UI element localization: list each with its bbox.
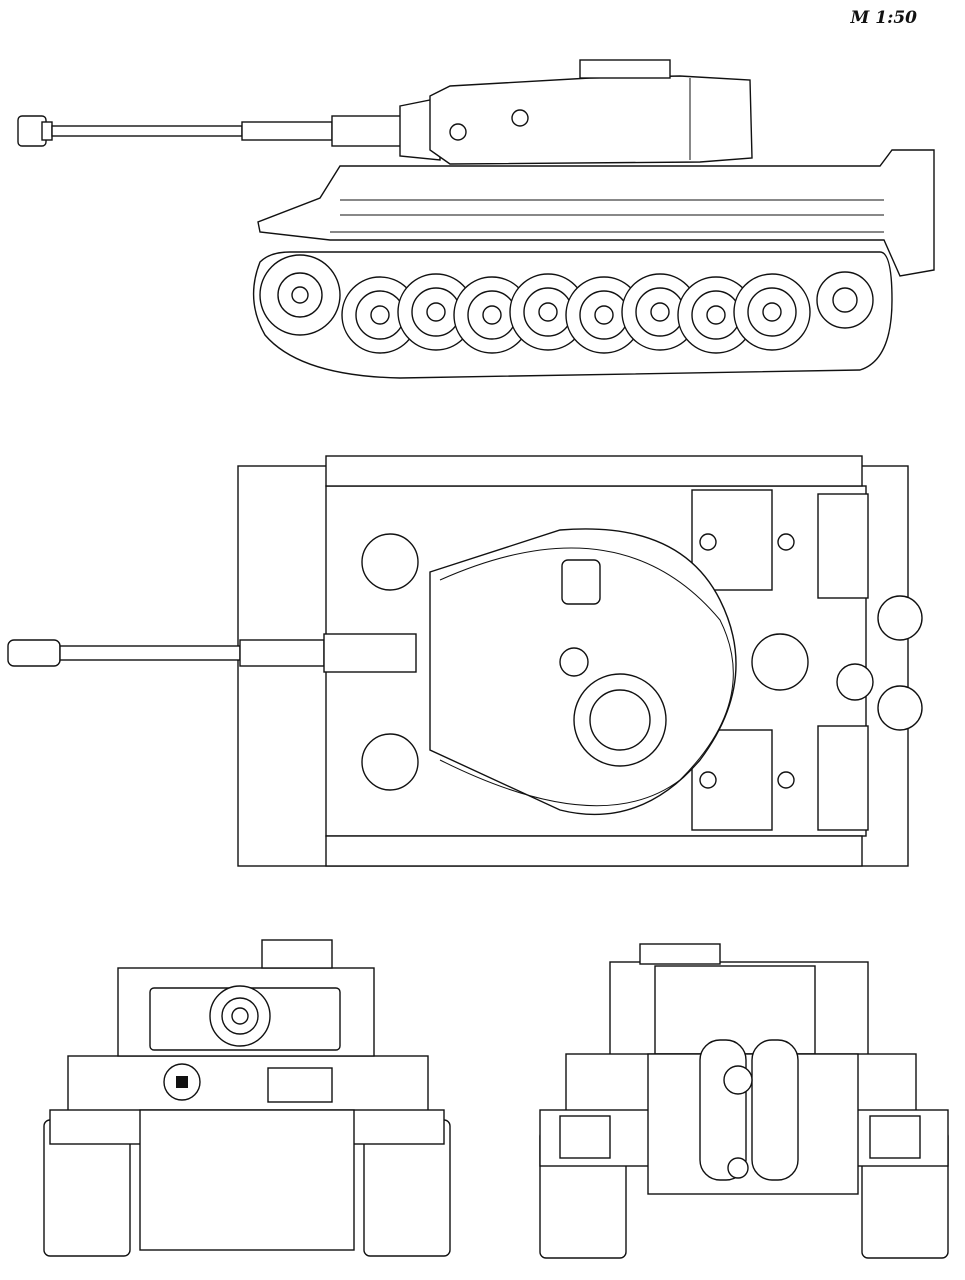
front-lower-plate xyxy=(139,1109,355,1251)
side-gun-barrel xyxy=(17,97,441,161)
top-hull-hatches xyxy=(361,533,809,791)
rear-exhaust-right xyxy=(751,1039,799,1181)
top-view xyxy=(7,455,923,867)
side-cupola xyxy=(579,59,671,79)
road-wheel xyxy=(677,276,755,354)
front-hull xyxy=(67,1055,429,1119)
side-hull xyxy=(257,149,935,277)
front-view xyxy=(43,939,451,1257)
side-turret xyxy=(429,75,753,165)
rear-view xyxy=(539,943,949,1259)
road-wheel xyxy=(733,273,811,351)
top-gun-barrel xyxy=(7,633,417,673)
front-driver-visor xyxy=(267,1067,333,1103)
side-drive-sprocket xyxy=(259,254,341,336)
side-road-wheels xyxy=(341,273,811,354)
side-idler-wheel xyxy=(816,271,874,329)
top-exhausts xyxy=(836,595,923,731)
side-view xyxy=(17,59,935,379)
road-wheel xyxy=(621,273,699,351)
road-wheel xyxy=(509,273,587,351)
road-wheel xyxy=(397,273,475,351)
road-wheel xyxy=(453,276,531,354)
road-wheel xyxy=(565,276,643,354)
scale-label: M 1:50 xyxy=(850,8,918,28)
